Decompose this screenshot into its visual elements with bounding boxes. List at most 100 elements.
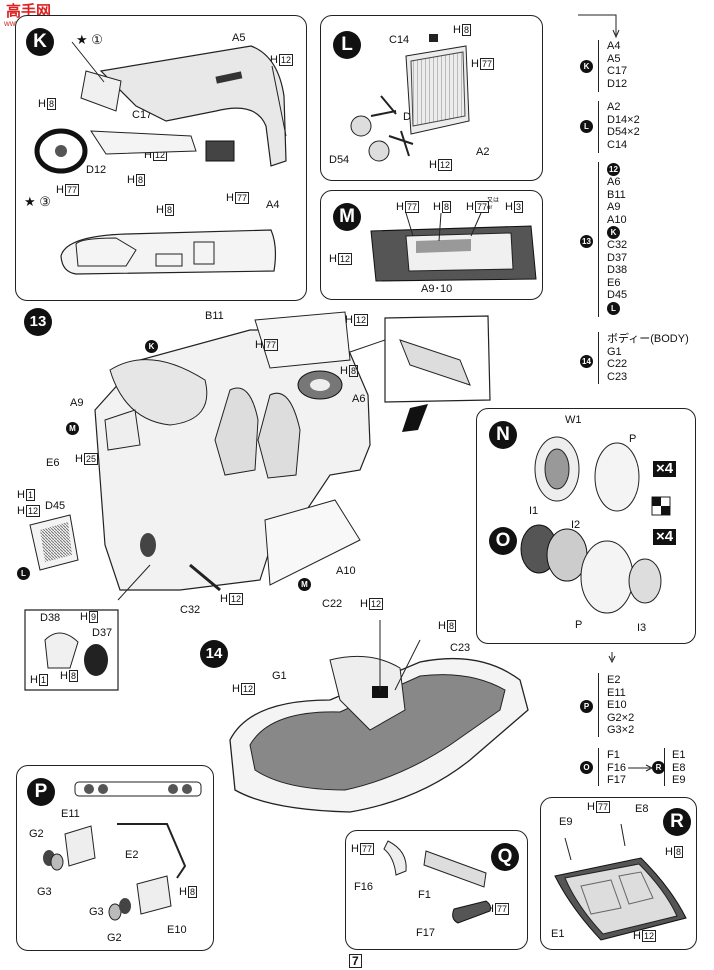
part-c14: C14 <box>389 34 410 46</box>
sidebar-o-item: F17 <box>607 774 626 786</box>
step-m-marker: M <box>333 203 361 231</box>
part-e8: E8 <box>635 803 649 815</box>
part-e10: E10 <box>167 924 187 936</box>
sidebar-13-item: A6 <box>607 176 621 188</box>
part-c22: C22 <box>322 598 343 610</box>
headlight-drawing <box>383 840 491 924</box>
mult-x4-n: ×4 <box>653 461 677 477</box>
sidebar-p-item: G2×2 <box>607 711 635 724</box>
sidebar-14-item: C23 <box>607 370 628 383</box>
sidebar-o-marker: O <box>580 761 593 774</box>
or-label: 又は or <box>487 198 500 211</box>
part-b11: B11 <box>205 310 224 322</box>
step-p-marker: P <box>27 778 55 806</box>
sidebar-p-list: E2 E11 E10 G2×2 G3×2 <box>607 674 634 737</box>
part-a9-10: A9･10 <box>421 283 453 295</box>
part-e2: E2 <box>125 849 139 861</box>
sidebar-13-item: C32 <box>607 239 628 251</box>
step-o-marker: O <box>489 527 517 555</box>
brace-p <box>598 673 605 737</box>
mult-x4-o: ×4 <box>653 529 677 545</box>
sidebar-14-marker: 14 <box>580 355 593 368</box>
sidebar-p-marker: P <box>580 700 593 713</box>
part-e6: E6 <box>46 457 60 469</box>
sidebar-p-item: E10 <box>607 699 627 711</box>
part-g2-b: G2 <box>107 932 122 944</box>
part-a9: A9 <box>70 397 84 409</box>
part-p-o: P <box>575 619 583 631</box>
sidebar-13-item-l: L <box>607 301 620 315</box>
sidebar-13-item: D37 <box>607 251 628 264</box>
star-1-label: ★ ① <box>76 32 103 47</box>
sidebar-o-item: F16 <box>607 761 626 774</box>
door-panel-drawing <box>370 212 537 282</box>
brace-l <box>598 101 605 153</box>
radiator-drawing <box>350 34 470 162</box>
step-13-mark-m2: M <box>298 578 311 591</box>
part-c23: C23 <box>450 642 471 654</box>
step-14-marker: 14 <box>200 640 228 668</box>
panel-q: Q H77 F16 F1 H77 F17 <box>345 830 528 950</box>
sidebar-l-list: A2 D14×2 D54×2 C14 <box>607 101 640 151</box>
brace-o <box>598 748 605 786</box>
brace-14 <box>598 332 605 384</box>
step-k-marker: K <box>26 28 54 56</box>
dashboard-drawing <box>34 41 287 275</box>
sidebar-14-item: C22 <box>607 358 628 370</box>
sidebar-k-item: C17 <box>607 65 628 77</box>
sidebar-13-marker: 13 <box>580 235 593 248</box>
sidebar-r-item: E9 <box>672 774 686 786</box>
part-f17: F17 <box>416 927 435 939</box>
sidebar-r-item: E8 <box>672 761 686 774</box>
step-13-marker: 13 <box>24 308 52 336</box>
sidebar-l-item: A2 <box>607 101 621 113</box>
part-e1: E1 <box>551 928 565 940</box>
sidebar-13-item-12: 12 <box>607 163 620 176</box>
sidebar-13-item: B11 <box>607 188 626 201</box>
sidebar-p-item: E11 <box>607 686 626 699</box>
sidebar-k-marker: K <box>580 60 593 73</box>
part-g2-a: G2 <box>29 828 44 840</box>
part-g3-b: G3 <box>89 906 104 918</box>
part-a10: A10 <box>336 565 356 577</box>
sidebar-k-item: D12 <box>607 77 628 90</box>
sidebar-13-item-k: K <box>607 226 620 239</box>
sidebar-r-marker: R <box>652 761 665 774</box>
step-13-mark-m1: M <box>66 422 79 435</box>
sidebar-13-list: 12 A6 B11 A9 A10 K C32 D37 D38 E6 D45 L <box>607 163 627 315</box>
tail-light-drawing <box>43 781 202 921</box>
sidebar-l-item: D14×2 <box>607 113 640 126</box>
sidebar-p-item: G3×2 <box>607 724 635 736</box>
sidebar-14-item: G1 <box>607 345 622 358</box>
sidebar-13-item: A9 <box>607 201 621 213</box>
part-d54: D54 <box>329 154 350 166</box>
step-l-marker: L <box>333 31 361 59</box>
sidebar-13-item: D45 <box>607 289 628 301</box>
step-n-marker: N <box>489 421 517 449</box>
